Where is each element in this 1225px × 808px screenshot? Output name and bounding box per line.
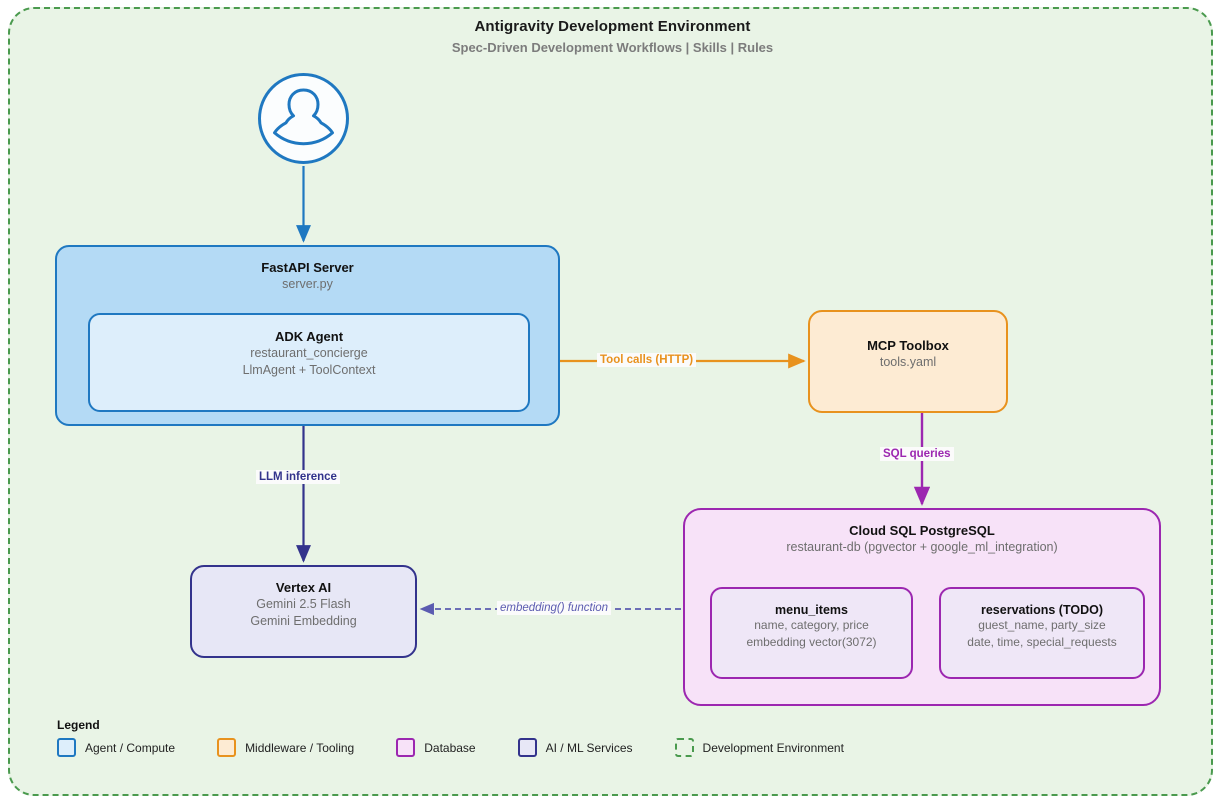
adk-agent-title: ADK Agent <box>274 329 344 344</box>
cloud-sql-title: Cloud SQL PostgreSQL <box>849 523 995 538</box>
edge-label-llm-inference: LLM inference <box>256 470 340 484</box>
adk-agent-subtitle-2: LlmAgent + ToolContext <box>242 363 376 378</box>
edge-label-embedding-function: embedding() function <box>497 601 612 615</box>
fastapi-subtitle: server.py <box>282 277 333 292</box>
vertex-ai-subtitle-2: Gemini Embedding <box>250 614 357 629</box>
legend-label-ai-ml-services: AI / ML Services <box>545 740 633 755</box>
node-mcp-toolbox[interactable]: MCP Toolbox tools.yaml <box>808 310 1008 413</box>
legend-title: Legend <box>57 718 100 732</box>
legend-item-middleware-tooling: Middleware / Tooling <box>217 738 354 757</box>
legend-item-ai-ml-services: AI / ML Services <box>517 738 633 757</box>
legend-swatch-ai-ml-services <box>517 738 537 757</box>
cloud-sql-subtitle: restaurant-db (pgvector + google_ml_inte… <box>786 540 1058 555</box>
node-adk-agent[interactable]: ADK Agent restaurant_concierge LlmAgent … <box>88 313 530 412</box>
legend-label-agent-compute: Agent / Compute <box>85 740 176 755</box>
legend-item-development-environment: Development Environment <box>674 738 844 757</box>
legend-items: Agent / Compute Middleware / Tooling Dat… <box>57 738 1057 757</box>
fastapi-title: FastAPI Server <box>261 260 354 275</box>
edge-label-tool-calls: Tool calls (HTTP) <box>597 353 697 367</box>
node-table-menu-items[interactable]: menu_items name, category, price embeddi… <box>710 587 913 679</box>
legend-label-database: Database <box>424 740 476 755</box>
menu-items-columns-2: embedding vector(3072) <box>746 634 877 649</box>
adk-agent-subtitle-1: restaurant_concierge <box>250 346 368 361</box>
legend-swatch-middleware-tooling <box>217 738 237 757</box>
legend-label-development-environment: Development Environment <box>702 740 844 755</box>
diagram-title: Antigravity Development Environment <box>474 18 751 35</box>
menu-items-columns-1: name, category, price <box>754 618 869 632</box>
legend-item-agent-compute: Agent / Compute <box>57 738 175 757</box>
legend-swatch-development-environment <box>674 738 694 757</box>
legend-swatch-agent-compute <box>57 738 76 757</box>
diagram-subtitle: Spec-Driven Development Workflows | Skil… <box>451 40 774 55</box>
vertex-ai-title: Vertex AI <box>275 580 332 595</box>
legend-item-database: Database <box>396 738 476 757</box>
legend: Legend Agent / Compute Middleware / Tool… <box>57 718 1057 757</box>
reservations-columns-1: guest_name, party_size <box>978 618 1106 632</box>
vertex-ai-subtitle-1: Gemini 2.5 Flash <box>256 597 351 612</box>
user-avatar-icon <box>258 73 349 164</box>
legend-swatch-database <box>396 738 416 757</box>
reservations-columns-2: date, time, special_requests <box>967 634 1117 649</box>
edge-label-sql-queries: SQL queries <box>880 447 954 461</box>
mcp-toolbox-title: MCP Toolbox <box>867 338 949 353</box>
menu-items-title: menu_items <box>775 603 848 617</box>
mcp-toolbox-subtitle: tools.yaml <box>879 355 937 370</box>
legend-label-middleware-tooling: Middleware / Tooling <box>245 740 355 755</box>
reservations-title: reservations (TODO) <box>980 603 1104 617</box>
node-vertex-ai[interactable]: Vertex AI Gemini 2.5 Flash Gemini Embedd… <box>190 565 417 658</box>
node-table-reservations[interactable]: reservations (TODO) guest_name, party_si… <box>939 587 1145 679</box>
